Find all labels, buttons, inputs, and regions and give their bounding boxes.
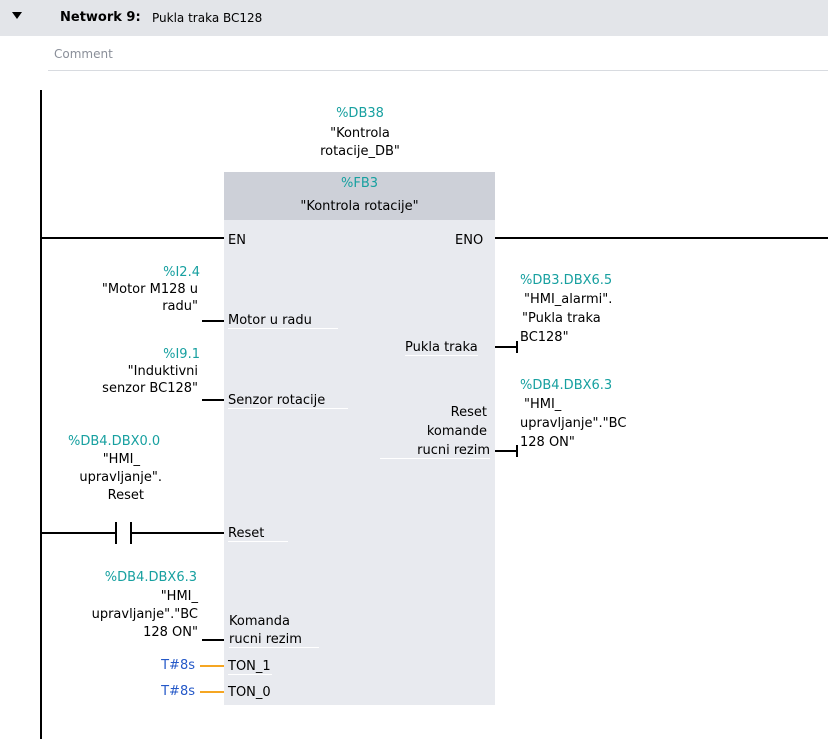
instance-db-name-line2: rotacije_DB" [320, 144, 400, 159]
instance-db-name-line1: "Kontrola [330, 126, 390, 141]
output-terminal-pukla [516, 341, 518, 353]
input-tag-reset-line1: "HMI_ [102, 452, 140, 467]
pin-reset-komande-line3[interactable]: rucni rezim [380, 443, 490, 459]
input-wire-ton1 [200, 665, 224, 667]
output-tag-reset-komande-line2: upravljanje"."BC [520, 416, 627, 431]
pin-ton0[interactable]: TON_0 [228, 685, 271, 700]
comment-field[interactable] [48, 40, 828, 71]
output-terminal-reset-komande [516, 445, 518, 457]
function-block-address: %FB3 [340, 176, 379, 191]
input-tag-komanda-line2: upravljanje"."BC [91, 607, 198, 622]
output-tag-reset-komande-line1: "HMI_ [524, 397, 562, 412]
input-tag-senzor-line1: "Induktivni [127, 364, 198, 379]
pin-komanda-line2[interactable]: rucni rezim [229, 632, 319, 648]
en-pin[interactable]: EN [228, 233, 246, 248]
output-tag-reset-komande-line3: 128 ON" [520, 435, 575, 450]
input-tag-reset-line3: Reset [107, 488, 144, 503]
output-tag-pukla-line1: "HMI_alarmi". [524, 292, 613, 307]
input-address-motor[interactable]: %I2.4 [163, 265, 200, 280]
output-address-reset-komande[interactable]: %DB4.DBX6.3 [520, 378, 613, 393]
pin-motor-u-radu[interactable]: Motor u radu [228, 313, 338, 329]
comment-placeholder: Comment [54, 47, 113, 61]
network-title: Network 9: [60, 10, 141, 25]
function-block-body[interactable] [224, 172, 495, 705]
input-constant-ton0[interactable]: T#8s [161, 684, 195, 699]
pin-komanda-line1[interactable]: Komanda [229, 614, 290, 629]
collapse-triangle-icon[interactable] [12, 12, 22, 19]
input-address-senzor[interactable]: %I9.1 [163, 347, 200, 362]
eno-pin[interactable]: ENO [455, 233, 484, 248]
reset-wire-right [131, 532, 224, 534]
contact-no-left-bar-icon[interactable] [115, 522, 117, 544]
input-constant-ton1[interactable]: T#8s [161, 658, 195, 673]
network-header[interactable] [0, 0, 828, 36]
output-wire-pukla [495, 346, 517, 348]
power-rail [40, 90, 42, 739]
function-block-header[interactable] [224, 172, 495, 220]
input-wire-ton0 [200, 691, 224, 693]
pin-ton1[interactable]: TON_1 [228, 659, 272, 675]
input-wire-motor [202, 320, 224, 322]
input-wire-komanda [202, 639, 224, 641]
input-tag-komanda-line3: 128 ON" [143, 625, 198, 640]
reset-wire-left [40, 532, 116, 534]
instance-db-address[interactable]: %DB38 [336, 106, 384, 121]
output-tag-pukla-line2: "Pukla traka [522, 311, 601, 326]
output-tag-pukla-line3: BC128" [520, 330, 569, 345]
input-wire-senzor [202, 399, 224, 401]
pin-reset[interactable]: Reset [228, 526, 288, 542]
network-subtitle[interactable]: Pukla traka BC128 [152, 11, 263, 25]
eno-wire [495, 237, 828, 239]
input-address-reset[interactable]: %DB4.DBX0.0 [68, 434, 161, 449]
en-wire [40, 237, 224, 239]
pin-reset-komande-line2[interactable]: komande [426, 424, 487, 439]
pin-reset-komande-line1[interactable]: Reset [450, 405, 487, 420]
input-tag-motor-line2: radu" [162, 299, 198, 314]
pin-pukla-traka[interactable]: Pukla traka [405, 340, 478, 356]
output-wire-reset-komande [495, 450, 517, 452]
input-tag-motor-line1: "Motor M128 u [101, 282, 198, 297]
input-tag-komanda-line1: "HMI_ [160, 589, 198, 604]
function-block-name: "Kontrola rotacije" [300, 199, 419, 214]
pin-senzor-rotacije[interactable]: Senzor rotacije [228, 393, 348, 409]
input-tag-senzor-line2: senzor BC128" [102, 381, 198, 396]
output-address-pukla[interactable]: %DB3.DBX6.5 [520, 273, 613, 288]
input-address-komanda[interactable]: %DB4.DBX6.3 [104, 570, 197, 585]
input-tag-reset-line2: upravljanje". [79, 470, 162, 485]
